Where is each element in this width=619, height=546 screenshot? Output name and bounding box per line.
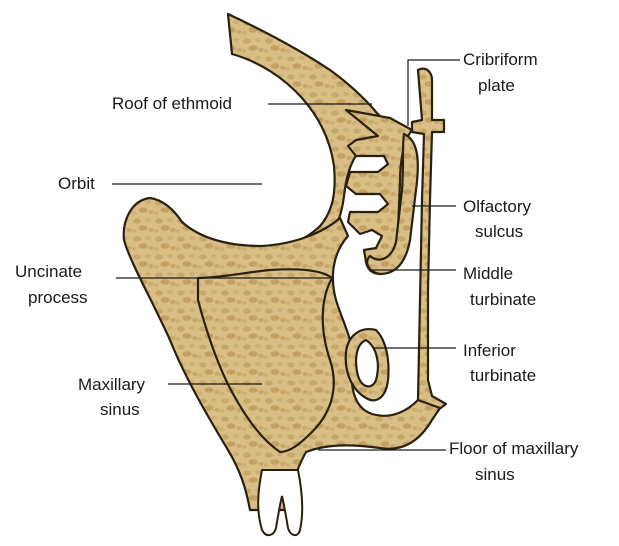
tooth-root bbox=[258, 470, 302, 535]
nasal-septum-bone bbox=[412, 69, 446, 410]
label-floor-of-maxillary-sinus-2: sinus bbox=[475, 464, 515, 486]
label-maxillary-sinus-1: Maxillary bbox=[78, 374, 145, 396]
label-roof-of-ethmoid: Roof of ethmoid bbox=[112, 93, 232, 115]
label-inferior-turbinate-1: Inferior bbox=[463, 340, 516, 362]
label-olfactory-sulcus-1: Olfactory bbox=[463, 196, 531, 218]
label-olfactory-sulcus-2: sulcus bbox=[475, 221, 523, 243]
label-middle-turbinate-1: Middle bbox=[463, 263, 513, 285]
cribriform-plate-leader bbox=[408, 60, 460, 126]
label-maxillary-sinus-2: sinus bbox=[100, 399, 140, 421]
label-cribriform-plate-1: Cribriform bbox=[463, 49, 538, 71]
label-inferior-turbinate-2: turbinate bbox=[470, 365, 536, 387]
label-orbit: Orbit bbox=[58, 173, 95, 195]
label-cribriform-plate-2: plate bbox=[478, 75, 515, 97]
label-uncinate-process-1: Uncinate bbox=[15, 261, 82, 283]
label-floor-of-maxillary-sinus-1: Floor of maxillary bbox=[449, 438, 578, 460]
label-middle-turbinate-2: turbinate bbox=[470, 289, 536, 311]
label-uncinate-process-2: process bbox=[28, 287, 88, 309]
